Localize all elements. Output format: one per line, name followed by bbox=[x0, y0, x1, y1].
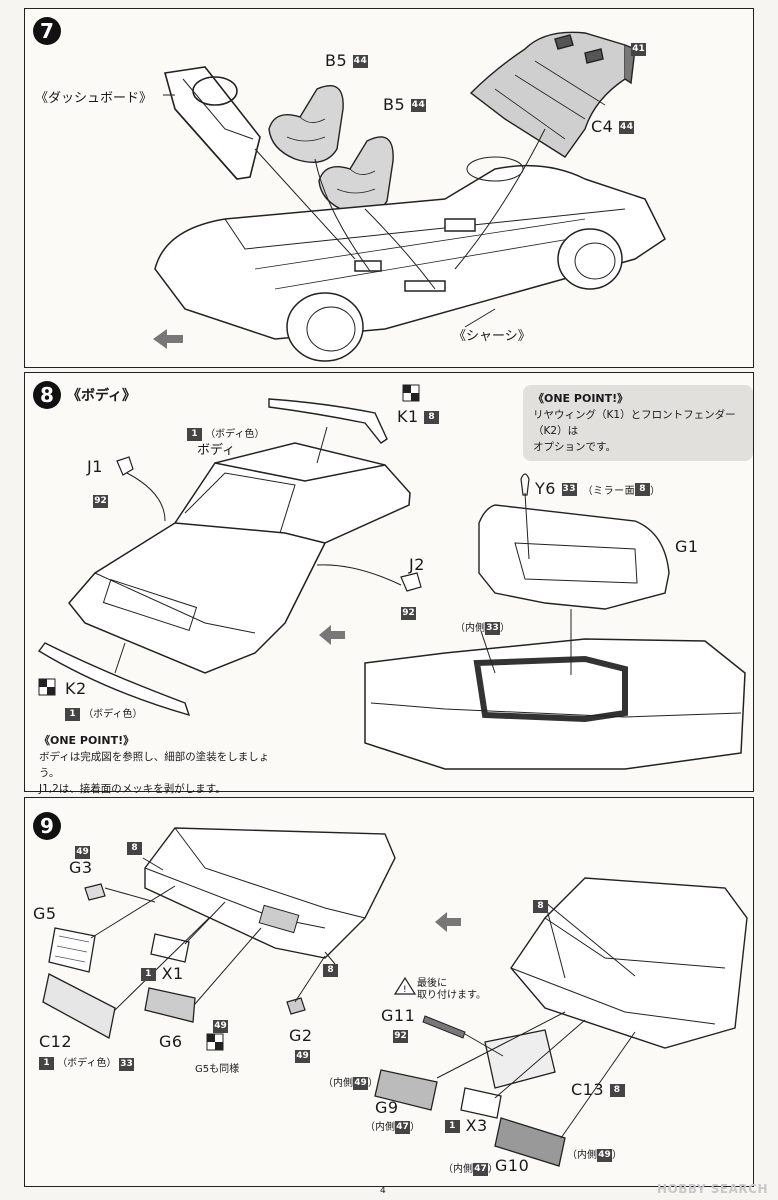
step-number: 9 bbox=[33, 812, 61, 840]
part-g11-label: G11 bbox=[381, 1006, 416, 1025]
part-g10 bbox=[494, 1117, 566, 1167]
part-x3-label: 1 X3 bbox=[445, 1116, 488, 1135]
part-g5-label: G5 bbox=[33, 904, 57, 923]
part-g3-label: G3 bbox=[69, 858, 93, 877]
page-number: 4 bbox=[380, 1186, 386, 1196]
chassis-label: 《シャーシ》 bbox=[453, 329, 531, 344]
car-front-right bbox=[510, 877, 748, 1049]
c8b-color: 8 bbox=[323, 960, 338, 979]
step-8-drawing bbox=[37, 398, 746, 770]
svg-text:!: ! bbox=[403, 985, 407, 995]
c12-note: 1 （ボディ色） bbox=[39, 1054, 117, 1070]
two-tone-icon bbox=[206, 1033, 224, 1051]
part-c12 bbox=[42, 973, 116, 1039]
part-j2-label: J2 bbox=[409, 555, 425, 574]
color-code: 44 bbox=[618, 121, 635, 134]
color-code: 8 bbox=[424, 411, 440, 424]
part-g9 bbox=[374, 1069, 438, 1111]
color-code: 44 bbox=[410, 99, 427, 112]
front-spoiler bbox=[37, 642, 191, 717]
part-x1-label: 1 X1 bbox=[141, 964, 184, 983]
part-g1-label: G1 bbox=[675, 537, 699, 556]
dashboard-label: 《ダッシュボード》 bbox=[35, 91, 153, 106]
body-shell bbox=[364, 638, 746, 770]
part-j1-label: J1 bbox=[87, 457, 103, 476]
window-g1 bbox=[478, 504, 670, 610]
dashboard-part bbox=[163, 66, 261, 180]
c8c-color: 8 bbox=[533, 896, 548, 915]
part-g11 bbox=[422, 1015, 466, 1039]
mirror-j1 bbox=[116, 456, 134, 476]
rear-wing bbox=[268, 398, 388, 444]
step-number: 8 bbox=[33, 381, 61, 409]
part-k1-label: K1 8 bbox=[397, 407, 440, 426]
car-front-left bbox=[144, 827, 396, 959]
c8a-color: 8 bbox=[127, 838, 142, 857]
g9-inner-note-1: （内側49） bbox=[323, 1076, 378, 1090]
car-body bbox=[68, 442, 411, 674]
body-note: 1 （ボディ色） bbox=[187, 425, 265, 441]
part-x3 bbox=[460, 1087, 502, 1119]
g2-color: 49 bbox=[295, 1050, 310, 1063]
step-9-drawing: ! bbox=[42, 827, 748, 1167]
part-g6-label: G6 bbox=[159, 1032, 183, 1051]
g9-inner-note-2: （内側47） bbox=[365, 1120, 420, 1134]
direction-arrow bbox=[435, 912, 461, 932]
front-seat-1 bbox=[268, 85, 344, 163]
part-g5 bbox=[48, 927, 96, 973]
part-c13 bbox=[484, 1029, 556, 1089]
part-g10-label: G10 bbox=[495, 1156, 530, 1175]
step-7-drawing bbox=[153, 31, 666, 362]
part-c12-label: C12 bbox=[39, 1032, 73, 1051]
step-9-panel: 9 bbox=[24, 797, 754, 1187]
step-8-panel: 8 《ボディ》 bbox=[24, 372, 754, 795]
part-b5-label-2: B5 44 bbox=[383, 95, 427, 114]
part-g6 bbox=[144, 987, 196, 1023]
rear-panel-color: 41 bbox=[631, 43, 646, 56]
mirror-j2 bbox=[400, 572, 422, 592]
warning-icon bbox=[393, 976, 417, 995]
part-c4-label: C4 44 bbox=[591, 117, 635, 136]
direction-arrow bbox=[319, 625, 345, 645]
j2-color: 92 bbox=[401, 607, 416, 620]
g10-inner-note-1: （内側47） bbox=[443, 1162, 498, 1176]
chassis-part bbox=[154, 156, 666, 362]
part-y6 bbox=[520, 473, 530, 496]
warning-note: 最後に 取り付けます。 bbox=[417, 978, 486, 1001]
part-c13-label: C13 8 bbox=[571, 1080, 625, 1099]
rear-seat bbox=[469, 31, 636, 158]
one-point-note-1: 《ONE POINT!》 リヤウィング（K1）とフロントフェンダー（K2）は オ… bbox=[523, 385, 753, 461]
body-label: ボディ bbox=[197, 443, 236, 458]
part-k2-label: K2 bbox=[65, 679, 87, 698]
c12-color: 33 bbox=[119, 1058, 134, 1071]
part-g3 bbox=[84, 883, 106, 901]
one-point-note-2: 《ONE POINT!》 ボディは完成図を参照し、細部の塗装をしましょう。 J1… bbox=[39, 734, 270, 795]
direction-arrow bbox=[153, 329, 183, 349]
part-b5-label-1: B5 44 bbox=[325, 51, 369, 70]
part-g2-label: G2 bbox=[289, 1026, 313, 1045]
g6-color: 49 bbox=[213, 1020, 228, 1033]
inner-color-note: （内側33） bbox=[455, 621, 510, 635]
g3-color: 49 bbox=[75, 846, 90, 859]
g10-inner-note-2: （内側49） bbox=[567, 1148, 622, 1162]
two-tone-icon bbox=[402, 384, 420, 402]
step-8-title: 《ボディ》 bbox=[67, 388, 137, 404]
part-x1 bbox=[150, 933, 190, 963]
k2-note: 1 （ボディ色） bbox=[65, 705, 143, 721]
watermark: HOBBY SEARCH bbox=[657, 1182, 768, 1196]
front-seat-2 bbox=[318, 136, 394, 215]
two-tone-icon bbox=[38, 678, 56, 696]
color-code: 44 bbox=[352, 55, 369, 68]
j1-color: 92 bbox=[93, 495, 108, 508]
g5-same-note: G5も同様 bbox=[195, 1064, 240, 1075]
step-7-panel: 7 bbox=[24, 8, 754, 368]
part-g9-label: G9 bbox=[375, 1098, 399, 1117]
step-number: 7 bbox=[33, 17, 61, 45]
g11-color: 92 bbox=[393, 1030, 408, 1043]
